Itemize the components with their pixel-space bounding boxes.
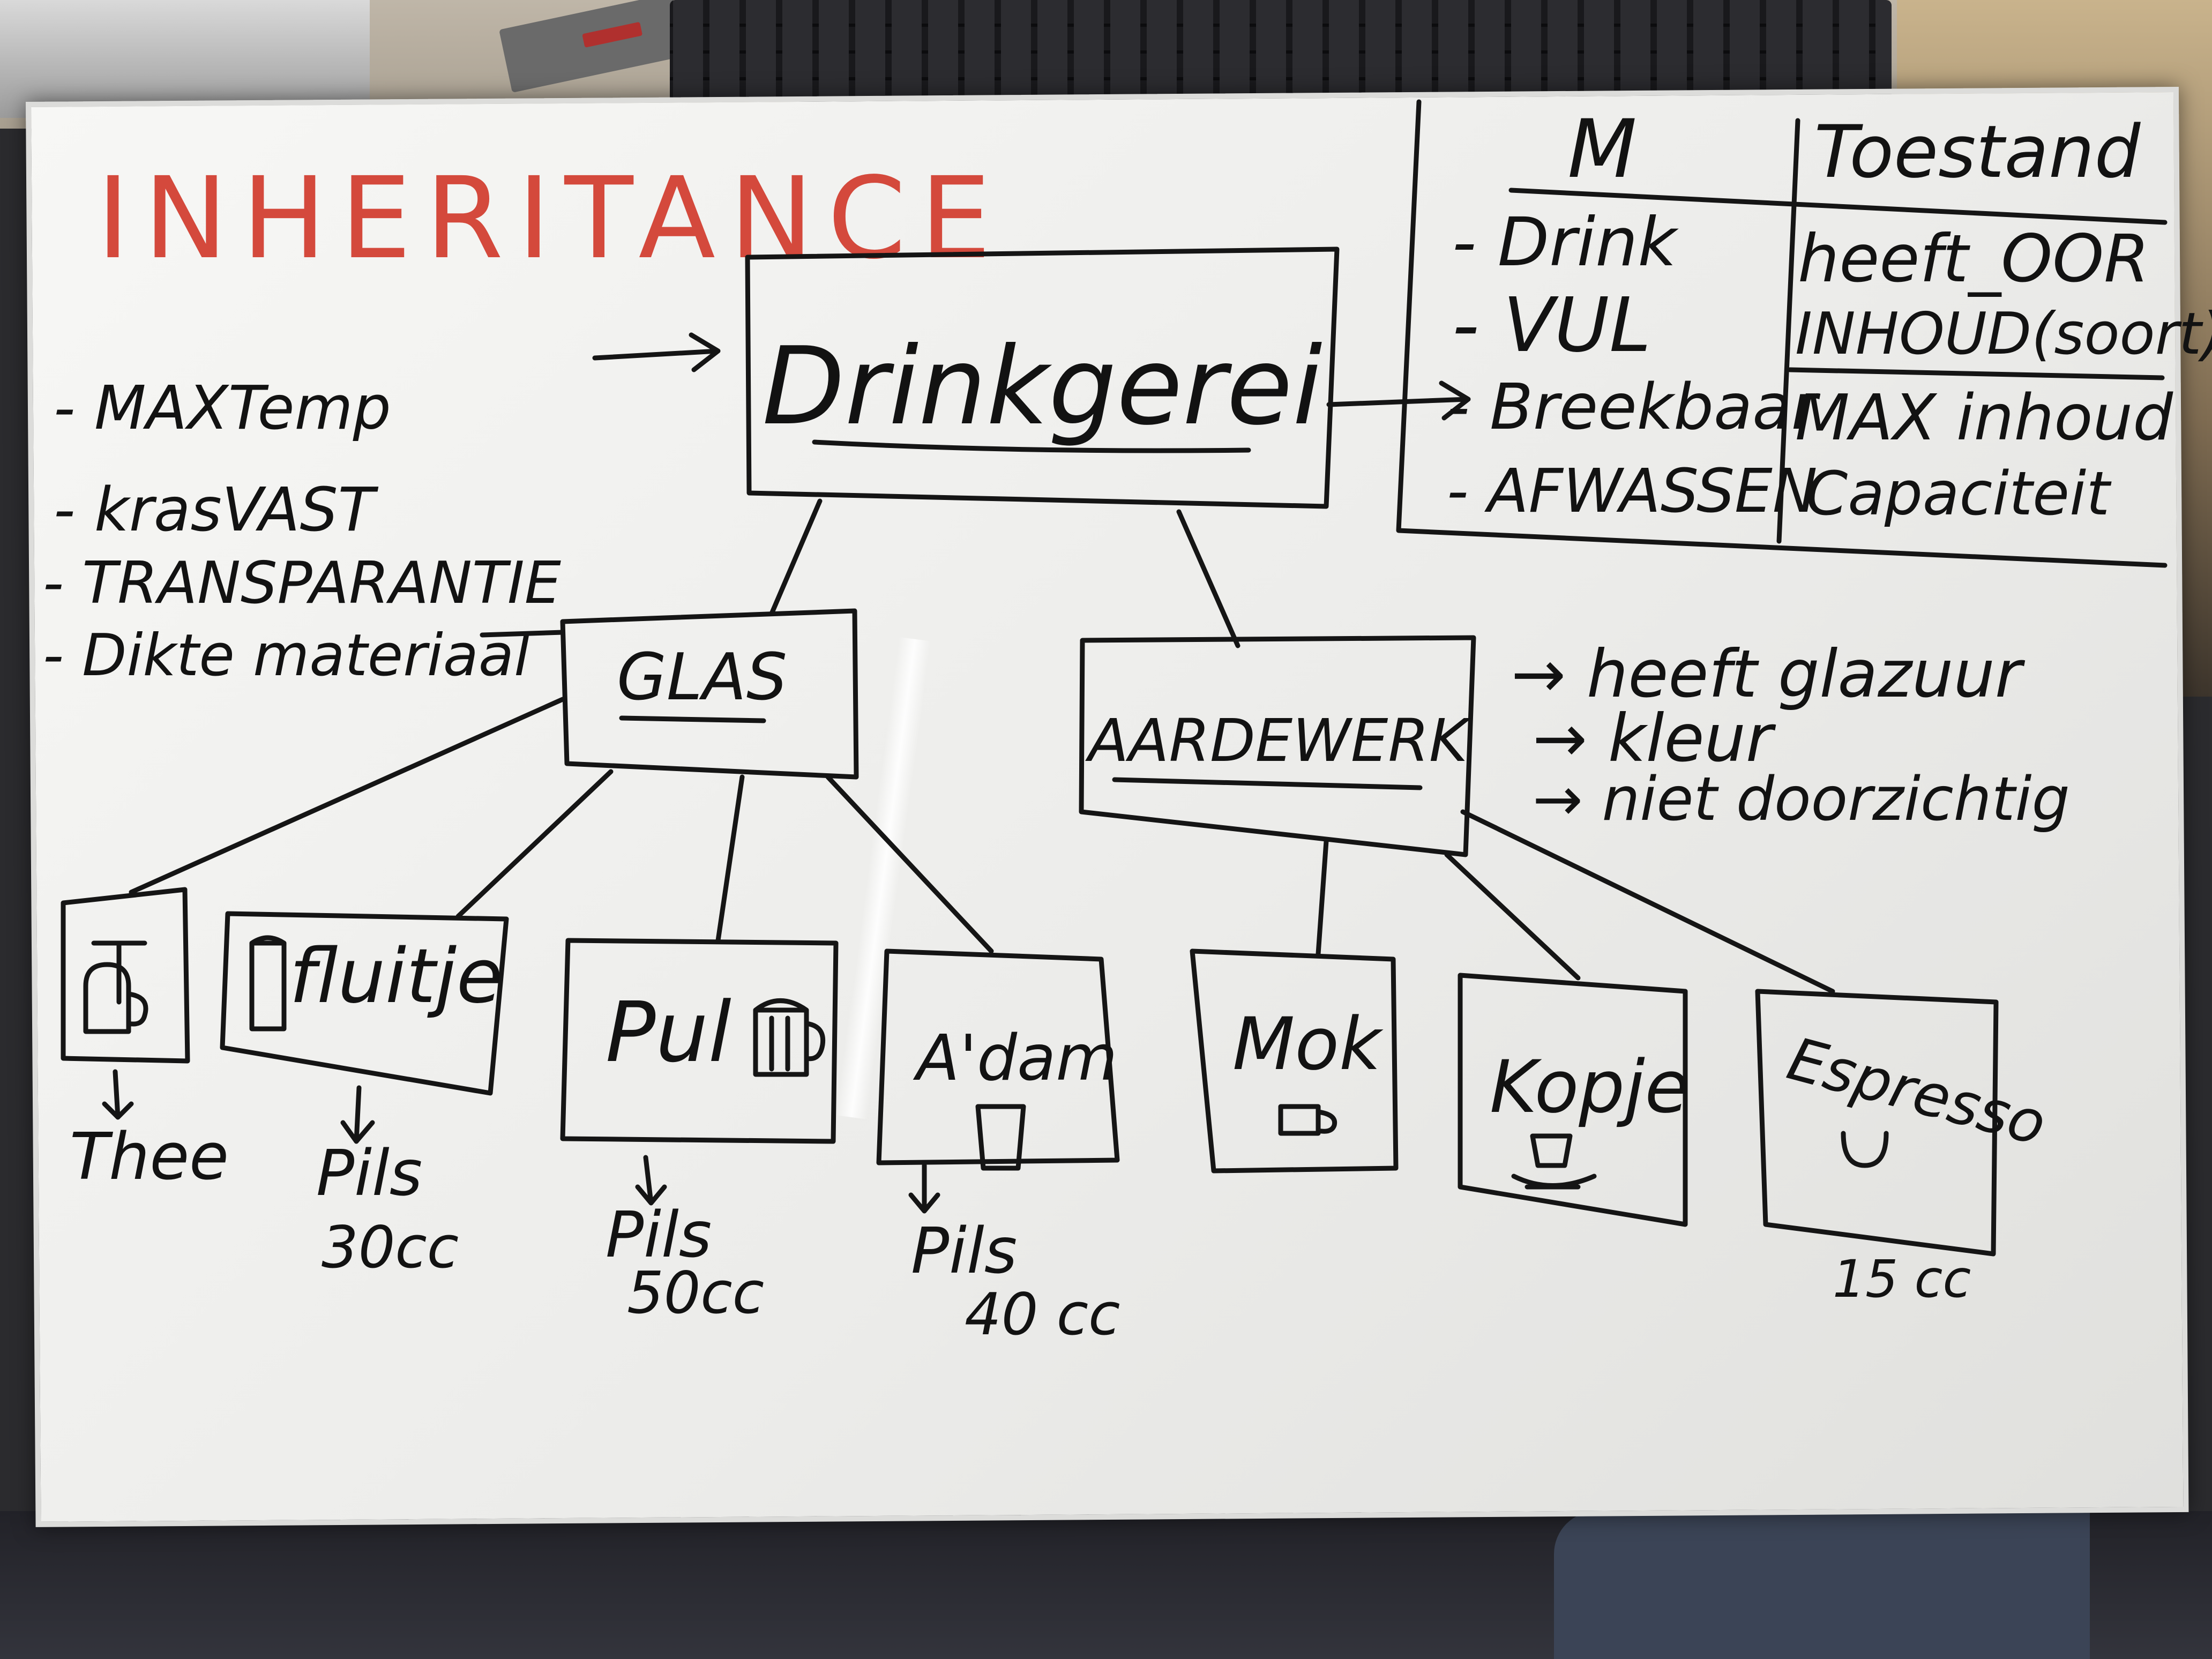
- beer-mug-icon: [753, 998, 826, 1077]
- aardewerk-underline: [1112, 777, 1423, 790]
- mug-icon: [1278, 1104, 1337, 1136]
- method-breekbaar: - Breekbaar: [1447, 370, 1821, 444]
- edge-aardewerk-kopje: [1444, 852, 1581, 981]
- arrow-into-root: [592, 332, 721, 372]
- leaf-thee: Thee: [61, 887, 229, 1194]
- table-outline: [1396, 99, 2168, 568]
- glas-box: [560, 608, 859, 780]
- leaf-espresso-size: 15 cc: [1833, 1249, 1971, 1309]
- state-heeft-oor: heeft_OOR: [1798, 221, 2149, 297]
- note-heeft-glazuur: → heeft glazuur: [1511, 636, 2026, 712]
- edge-aardewerk-mok: [1316, 839, 1329, 956]
- title: INHERITANCE: [96, 153, 1005, 284]
- edge-root-glas: [769, 498, 823, 616]
- attr-dikte-materiaal: - Dikte materiaal: [43, 622, 530, 689]
- table-header-line: [1508, 188, 2168, 225]
- root-label: Drinkgerei: [762, 324, 1322, 449]
- attr-max-temp: - MAXTemp: [54, 373, 391, 443]
- leaf-thee-box: [61, 887, 190, 1064]
- leaf-adam-size: 40 cc: [965, 1281, 1120, 1348]
- leaf-pul: Pul Pils 50cc: [560, 938, 839, 1327]
- leaf-adam: A'dam Pils 40 cc: [876, 948, 1120, 1348]
- leaf-kopje: Kopje: [1458, 973, 1690, 1227]
- method-afwassen: - AFWASSEN: [1447, 457, 1818, 526]
- leaf-kopje-label: Kopje: [1490, 1045, 1690, 1129]
- leaf-pul-note: Pils: [606, 1198, 712, 1272]
- leaf-adam-box: [876, 948, 1120, 1165]
- root-box: [745, 246, 1340, 509]
- jeans: [1554, 1511, 2090, 1659]
- leaf-pul-size: 50cc: [627, 1260, 764, 1327]
- state-inhoud: INHOUD(soort): [1795, 301, 2212, 368]
- tea-glass-icon: [83, 940, 148, 1034]
- table-header-state: Toestand: [1814, 110, 2141, 194]
- note-kleur: → kleur: [1533, 700, 1776, 776]
- leaf-thee-arrow: [102, 1069, 134, 1120]
- keyboard: [670, 0, 1892, 102]
- leaf-pul-arrow: [635, 1155, 667, 1206]
- state-capaciteit: Capaciteit: [1806, 459, 2112, 529]
- leaf-fluitje-note: Pils: [316, 1136, 422, 1210]
- leaf-pul-box: [560, 938, 839, 1144]
- leaf-espresso: Espresso 15 cc: [1755, 989, 2053, 1309]
- leaf-adam-note: Pils: [911, 1214, 1017, 1288]
- leaf-pul-label: Pul: [606, 984, 731, 1081]
- leaf-mok-label: Mok: [1232, 1002, 1384, 1086]
- cup-saucer-icon: [1511, 1133, 1597, 1190]
- aardewerk-label: AARDEWERK: [1085, 706, 1472, 775]
- leaf-adam-arrow: [908, 1163, 940, 1214]
- leaf-espresso-box: [1755, 989, 1999, 1257]
- leaf-fluitje-box: [220, 911, 509, 1096]
- attr-transparantie: - TRANSPARANTIE: [43, 550, 562, 617]
- leaf-fluitje-size: 30cc: [322, 1214, 459, 1281]
- espresso-cup-icon: [1841, 1131, 1889, 1168]
- leaf-fluitje-arrow: [340, 1085, 375, 1144]
- leaf-thee-note: Thee: [70, 1120, 229, 1194]
- state-inhoud-underline: [1787, 367, 2165, 380]
- attr-connector: [480, 630, 565, 638]
- table-header-methods: M: [1567, 103, 1636, 196]
- edge-glas-fluitje: [455, 769, 614, 919]
- left-attributes: - MAXTemp - krasVAST - TRANSPARANTIE - D…: [43, 373, 562, 689]
- edge-aardewerk-espresso: [1460, 809, 1835, 994]
- edge-root-aardewerk: [1176, 509, 1240, 648]
- note-niet-doorzichtig: → niet doorzichtig: [1533, 765, 2070, 834]
- state-max-inhoud: MAX inhoud: [1795, 380, 2173, 454]
- leaf-fluitje: fluitje Pils 30cc: [220, 911, 509, 1281]
- method-drink: - Drink: [1452, 204, 1679, 281]
- attr-krasvast: - krasVAST: [54, 475, 379, 545]
- leaf-adam-label: A'dam: [913, 1021, 1117, 1095]
- leaf-fluitje-label: fluitje: [289, 933, 503, 1020]
- table-divider-vertical: [1776, 118, 1800, 544]
- edge-glas-adam: [825, 774, 994, 954]
- leaf-kopje-box: [1458, 973, 1688, 1227]
- methods-state-table: M Toestand - Drink - VUL - Breekbaar - A…: [1396, 99, 2212, 568]
- leaf-mok: Mok: [1190, 948, 1399, 1174]
- arrow-to-table: [1326, 380, 1471, 421]
- root-underline: [812, 439, 1251, 453]
- edge-glas-thee: [129, 697, 565, 895]
- leaf-mok-box: [1190, 948, 1399, 1174]
- method-vul: - VUL: [1452, 282, 1651, 369]
- leaf-espresso-label: Espresso: [1781, 1024, 2053, 1159]
- aardewerk-box: [1079, 635, 1476, 857]
- amsterdammertje-glass-icon: [975, 1104, 1026, 1171]
- laptop-edge: [0, 0, 370, 118]
- edge-glas-pul: [715, 774, 745, 943]
- glas-underline: [619, 715, 766, 723]
- glas-label: GLAS: [617, 640, 787, 715]
- flute-glass-icon: [249, 935, 287, 1032]
